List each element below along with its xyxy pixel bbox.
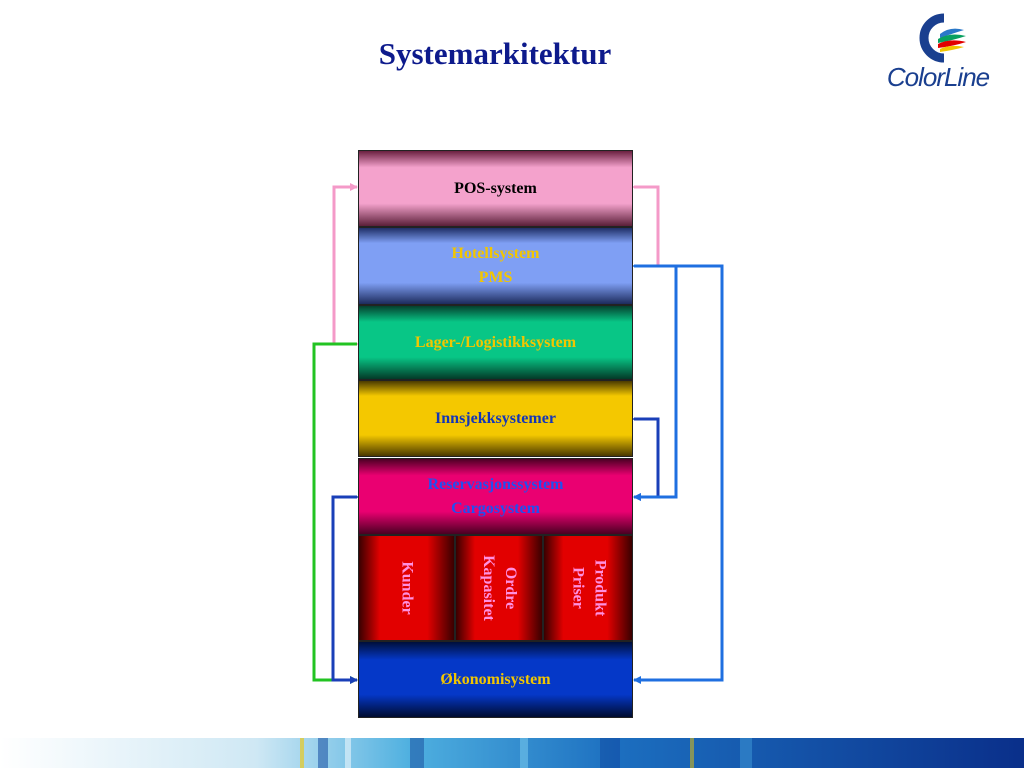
hotell-system-block: Hotellsystem PMS [358,227,633,305]
okonomi-system-block: Økonomisystem [358,641,633,718]
reservasjon-system-block: Reservasjonssystem Cargosystem [358,458,633,535]
green-connector [312,342,358,684]
module-kunder: Kunder [358,535,455,641]
lager-system-label: Lager-/Logistikksystem [414,333,577,351]
innsjekk-system-block: Innsjekksystemer [358,380,633,457]
pms-label: PMS [478,269,513,286]
module-ordre-label: Ordre [502,566,519,610]
system-stack: POS-system Hotellsystem PMS Lager-/Logis… [358,150,633,718]
module-kapasitet-label: Kapasitet [480,555,497,621]
dark-blue-connector-right [627,415,660,501]
blue-connector-inner [627,262,678,501]
hotell-system-label: Hotellsystem [451,245,540,262]
colorline-logo: ColorLine [872,12,1004,96]
reservation-modules: Kunder Ordre Kapasitet Produkt Priser [358,535,633,641]
pink-connector-right [627,183,660,268]
pink-connector-left [332,183,364,348]
pos-system-block: POS-system [358,150,633,227]
logo-text: ColorLine [886,62,990,92]
module-produkt-label: Produkt [590,559,608,617]
cargo-system-label: Cargosystem [451,499,540,517]
reservasjon-system-label: Reservasjonssystem [427,475,564,493]
module-produkt-priser: Produkt Priser [543,535,633,641]
blue-connector-outer [633,264,724,684]
module-ordre-kapasitet: Ordre Kapasitet [455,535,543,641]
okonomi-system-label: Økonomisystem [440,670,551,688]
module-priser-label: Priser [568,567,586,609]
innsjekk-system-label: Innsjekksystemer [435,409,556,427]
module-kunder-label: Kunder [398,561,416,615]
dark-blue-connector-left [331,493,364,684]
page-title: Systemarkitektur [378,36,612,71]
footer-band [0,738,1024,768]
pos-system-label: POS-system [454,179,537,197]
logo-mark-icon [919,13,966,63]
lager-system-block: Lager-/Logistikksystem [358,305,633,380]
